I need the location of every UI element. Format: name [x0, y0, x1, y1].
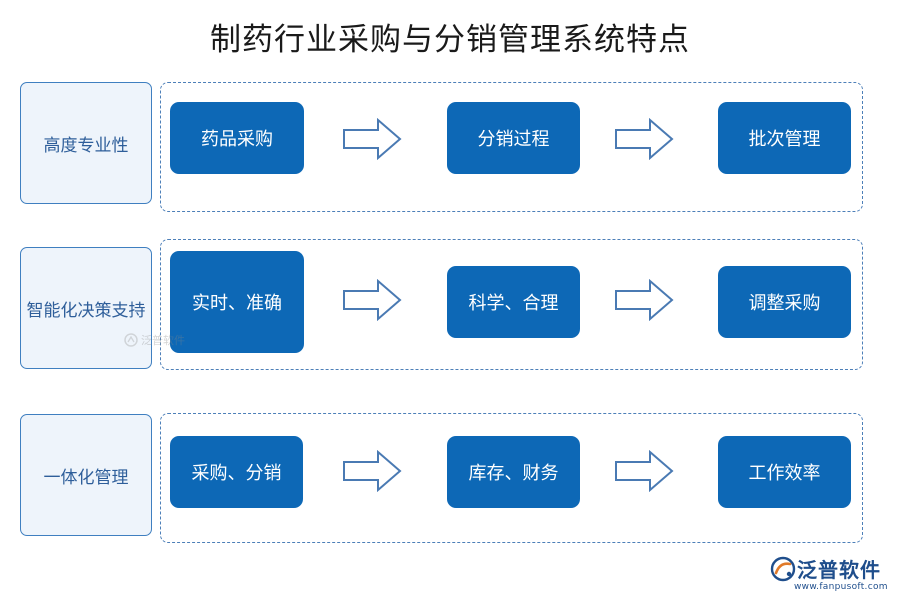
- watermark-text: 泛普软件: [141, 334, 185, 347]
- logo-url: www.fanpusoft.com: [794, 582, 888, 592]
- hollow-right-arrow-icon: [343, 118, 402, 160]
- watermark-logo-icon: [124, 333, 138, 347]
- step-1-2: 分销过程: [447, 102, 580, 174]
- step-3-1: 采购、分销: [170, 436, 303, 508]
- step-1-3: 批次管理: [718, 102, 851, 174]
- hollow-right-arrow-icon: [615, 118, 674, 160]
- step-2-2: 科学、合理: [447, 266, 580, 338]
- hollow-right-arrow-icon: [343, 450, 402, 492]
- step-2-3: 调整采购: [718, 266, 851, 338]
- row-frame-1: [160, 82, 863, 212]
- row-label-3: 一体化管理: [20, 414, 152, 536]
- fanpu-logo-icon: [770, 556, 796, 582]
- diagram-title: 制药行业采购与分销管理系统特点: [210, 22, 690, 58]
- step-3-2: 库存、财务: [447, 436, 580, 508]
- row-frame-3: [160, 413, 863, 543]
- hollow-right-arrow-icon: [343, 279, 402, 321]
- logo-name: 泛普软件: [797, 558, 881, 582]
- hollow-right-arrow-icon: [615, 279, 674, 321]
- brand-logo: 泛普软件 www.fanpusoft.com: [770, 554, 894, 594]
- step-1-1: 药品采购: [170, 102, 304, 174]
- hollow-right-arrow-icon: [615, 450, 674, 492]
- row-label-2: 智能化决策支持: [20, 247, 152, 369]
- step-2-1: 实时、准确: [170, 251, 304, 353]
- step-3-3: 工作效率: [718, 436, 851, 508]
- watermark: 泛普软件: [124, 330, 194, 350]
- row-frame-2: [160, 239, 863, 370]
- row-label-1: 高度专业性: [20, 82, 152, 204]
